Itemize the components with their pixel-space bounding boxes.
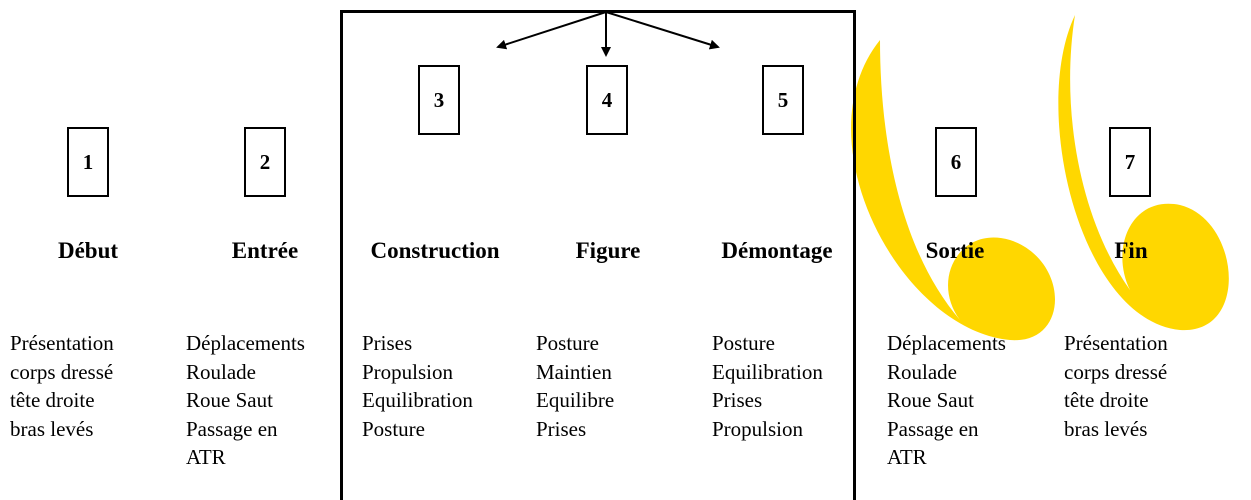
arrows bbox=[496, 11, 720, 57]
description-line: tête droite bbox=[10, 388, 95, 412]
description-line: Déplacements bbox=[186, 331, 305, 355]
description-line: Maintien bbox=[536, 359, 612, 384]
phase-description-demontage: Posture Equilibration Prises Propulsion bbox=[712, 329, 823, 443]
description-line: bras levés bbox=[10, 416, 94, 441]
description-line: Equilibration bbox=[362, 388, 473, 412]
step-number: 3 bbox=[433, 87, 445, 112]
description-line: Passage en bbox=[186, 416, 278, 441]
phase-title-sortie: Sortie bbox=[925, 238, 985, 263]
step-number: 5 bbox=[777, 87, 789, 112]
description-line: Posture bbox=[536, 331, 599, 355]
description-line: ATR bbox=[887, 445, 927, 469]
step-box-5: 5 bbox=[762, 65, 804, 135]
description-line: Roulade bbox=[186, 359, 256, 384]
step-box-7: 7 bbox=[1109, 127, 1151, 197]
step-box-2: 2 bbox=[244, 127, 286, 197]
description-line: bras levés bbox=[1064, 416, 1148, 441]
description-line: Propulsion bbox=[712, 416, 804, 441]
description-line: Propulsion bbox=[362, 359, 454, 384]
description-line: Déplacements bbox=[887, 331, 1006, 355]
step-number: 1 bbox=[82, 149, 94, 174]
description-line: corps dressé bbox=[10, 359, 114, 384]
step-number: 4 bbox=[601, 87, 613, 112]
description-line: ATR bbox=[186, 445, 226, 469]
step-number: 6 bbox=[950, 149, 962, 174]
watermark-six-right bbox=[1058, 15, 1229, 331]
phase-title-figure: Figure bbox=[575, 238, 641, 263]
phase-description-sortie: Déplacements Roulade Roue Saut Passage e… bbox=[887, 329, 1006, 472]
phase-title-construction: Construction bbox=[370, 238, 500, 263]
phase-title-demontage: Démontage bbox=[721, 238, 833, 263]
description-line: Equilibre bbox=[536, 388, 615, 412]
phase-title-debut: Début bbox=[57, 238, 119, 263]
arrow-to-construction bbox=[496, 11, 607, 50]
phase-description-debut: Présentation corps dressé tête droite br… bbox=[10, 329, 114, 443]
step-box-3: 3 bbox=[418, 65, 460, 135]
description-line: Passage en bbox=[887, 416, 979, 441]
description-line: Présentation bbox=[1064, 331, 1168, 355]
description-line: Roulade bbox=[887, 359, 957, 384]
step-number: 7 bbox=[1124, 149, 1136, 174]
phase-title-entree: Entrée bbox=[231, 238, 299, 263]
description-line: Equilibration bbox=[712, 359, 823, 384]
step-box-4: 4 bbox=[586, 65, 628, 135]
phase-description-fin: Présentation corps dressé tête droite br… bbox=[1064, 329, 1168, 443]
description-line: Présentation bbox=[10, 331, 114, 355]
core-phase-frame bbox=[340, 10, 856, 500]
description-line: Prises bbox=[362, 331, 413, 355]
step-box-6: 6 bbox=[935, 127, 977, 197]
description-line: Prises bbox=[712, 388, 763, 412]
description-line: Roue Saut bbox=[887, 388, 974, 412]
phase-description-construction: Prises Propulsion Equilibration Posture bbox=[362, 329, 473, 443]
step-box-1: 1 bbox=[67, 127, 109, 197]
arrow-to-demontage bbox=[605, 11, 720, 50]
description-line: Roue Saut bbox=[186, 388, 273, 412]
description-line: Prises bbox=[536, 416, 587, 441]
watermark-logo bbox=[851, 15, 1229, 341]
description-line: tête droite bbox=[1064, 388, 1149, 412]
description-line: Posture bbox=[362, 416, 425, 441]
description-line: corps dressé bbox=[1064, 359, 1168, 384]
description-line: Posture bbox=[712, 331, 775, 355]
phase-description-entree: Déplacements Roulade Roue Saut Passage e… bbox=[186, 329, 305, 472]
watermark-six-left bbox=[851, 40, 1055, 341]
phase-title-fin: Fin bbox=[1114, 238, 1148, 263]
step-number: 2 bbox=[259, 149, 271, 174]
phase-description-figure: Posture Maintien Equilibre Prises bbox=[536, 329, 614, 443]
